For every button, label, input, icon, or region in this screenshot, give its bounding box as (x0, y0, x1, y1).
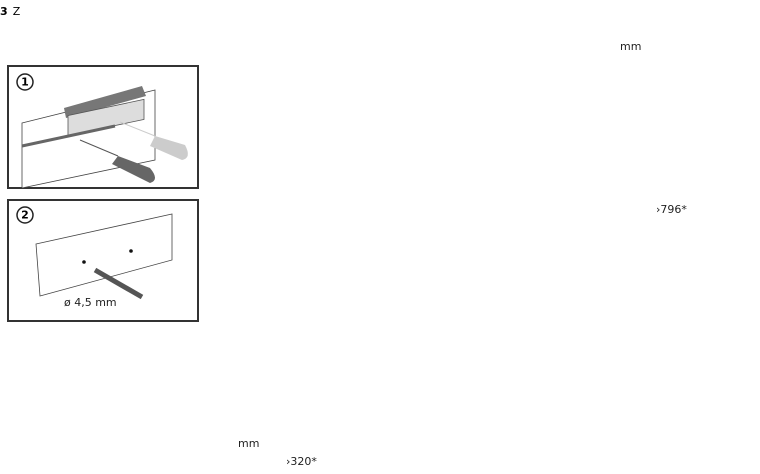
step-1-panel (7, 65, 199, 189)
z-label: Z (12, 5, 21, 18)
horizontal-range-arrow: Z 19629639649659679603264961281601922242… (12, 0, 687, 468)
small-unit-label: mm (238, 437, 260, 450)
step-2-number: 2 (21, 209, 29, 222)
top-unit-label: mm (620, 40, 642, 53)
vertical-range-arrow: Z 19629639649659679603264961281601922242… (12, 0, 687, 468)
step-3-number: 3 (0, 5, 8, 18)
note-320: ›320* (286, 455, 317, 468)
step-1-number: 1 (21, 76, 29, 89)
note-796: ›796* (656, 203, 687, 216)
drill-diameter-label: ø 4,5 mm (64, 296, 117, 309)
step-2-panel (7, 199, 199, 322)
